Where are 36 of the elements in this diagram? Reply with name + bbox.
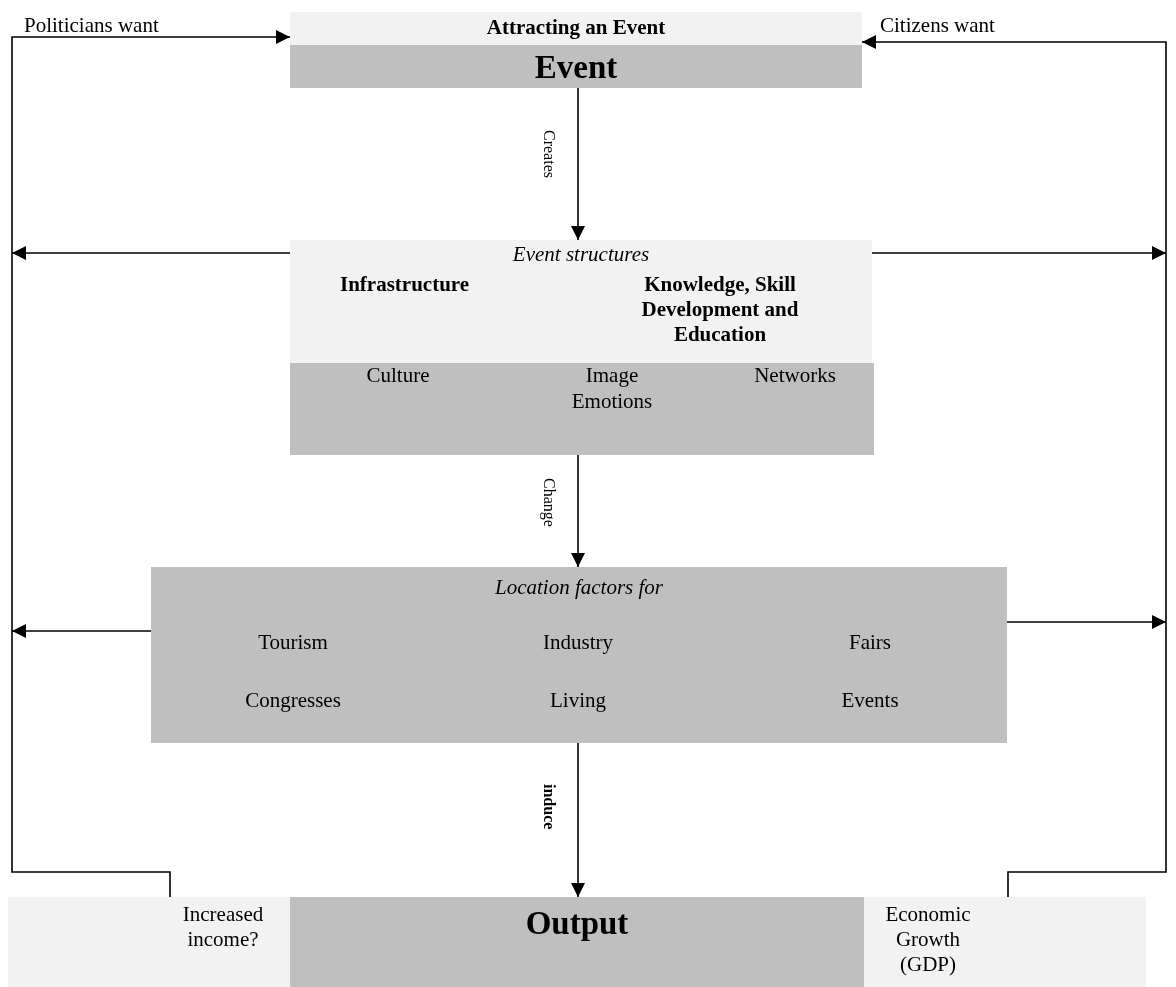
arrow	[571, 454, 585, 568]
box-text: Networks	[753, 363, 837, 388]
box-text: Output	[524, 904, 630, 943]
arrow	[1006, 615, 1167, 629]
soft-factors-box	[290, 363, 874, 455]
box-text: Infrastructure	[340, 272, 471, 297]
box-text: Event	[533, 48, 619, 87]
output-box	[290, 897, 864, 987]
box-text: Congresses	[244, 688, 342, 713]
box-text: Culture	[365, 363, 431, 388]
arrow	[11, 246, 291, 260]
box-text: Fairs	[848, 630, 892, 655]
box-text: Increased income?	[181, 902, 265, 952]
title-band	[290, 12, 862, 45]
structures-box	[290, 240, 872, 363]
arrow	[871, 246, 1167, 260]
box-text: Image	[584, 363, 640, 388]
arrow	[11, 624, 152, 638]
box-text: Location factors for	[494, 575, 664, 600]
box-text: Economic Growth (GDP)	[884, 902, 972, 977]
box-text: Events	[840, 688, 900, 713]
box-text: Knowledge, Skill Development and Education	[640, 272, 800, 347]
box-text: Living	[549, 688, 607, 713]
box-text: Attracting an Event	[485, 15, 667, 40]
box-text: Industry	[542, 630, 614, 655]
edge-label: Change	[540, 478, 558, 527]
arrow	[571, 87, 585, 241]
box-text: Tourism	[257, 630, 329, 655]
box-text: Emotions	[570, 389, 654, 414]
arrow	[571, 742, 585, 898]
output-band	[8, 897, 1146, 987]
arrow	[11, 30, 291, 898]
box-text: Event structures	[511, 242, 651, 267]
arrow	[861, 35, 1167, 898]
location-factors-box	[151, 567, 1007, 743]
event-box	[290, 45, 862, 88]
